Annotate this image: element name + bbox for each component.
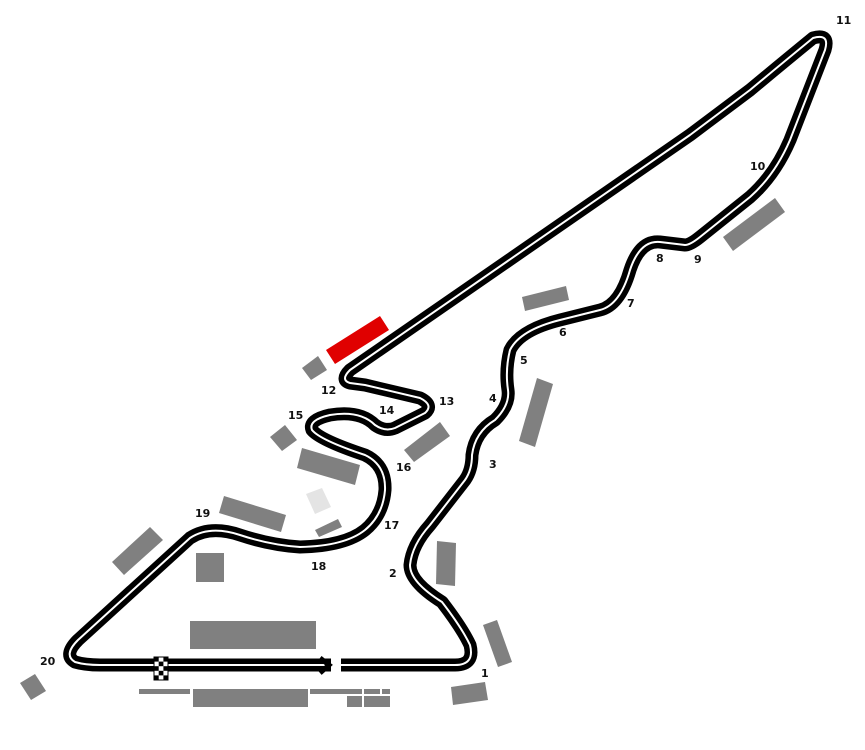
grandstand	[112, 527, 163, 575]
turn-number: 15	[288, 409, 303, 422]
turn-number: 6	[559, 326, 567, 339]
turn-number: 11	[836, 14, 851, 27]
turn-number: 12	[321, 384, 336, 397]
grandstand	[270, 425, 297, 451]
turn-number: 17	[384, 519, 399, 532]
turn-number: 2	[389, 567, 397, 580]
turn-number: 1	[481, 667, 489, 680]
grandstand	[297, 448, 360, 485]
grandstand	[302, 356, 327, 380]
grandstand	[196, 553, 224, 582]
turn-number: 19	[195, 507, 210, 520]
pit-building	[310, 689, 362, 694]
checkered-flag-icon	[153, 656, 169, 681]
grandstand	[315, 519, 342, 537]
turn-number: 20	[40, 655, 56, 668]
pit-building	[364, 696, 390, 707]
grandstands	[20, 198, 785, 707]
pit-building	[139, 689, 190, 694]
building	[306, 488, 331, 514]
turn-number: 5	[520, 354, 528, 367]
turn-number: 16	[396, 461, 412, 474]
turn-numbers: 1 2 3 4 5 6 7 8 9 10 11 12 13 14 15 16 1…	[40, 14, 851, 680]
track-centerline	[68, 35, 828, 666]
turn-number: 7	[627, 297, 635, 310]
turn-number: 18	[311, 560, 326, 573]
grandstand	[20, 674, 46, 700]
grandstand	[404, 422, 450, 462]
grandstand	[451, 682, 488, 705]
turn-number: 14	[379, 404, 395, 417]
turn-number: 8	[656, 252, 664, 265]
turn-number: 10	[750, 160, 766, 173]
pit-building	[382, 689, 390, 694]
grandstand	[522, 286, 569, 311]
turn-number: 9	[694, 253, 702, 266]
turn-number: 13	[439, 395, 454, 408]
highlighted-grandstand[interactable]	[326, 316, 389, 364]
grandstand	[519, 378, 553, 447]
direction-arrow-icon	[318, 656, 341, 675]
main-grandstand	[190, 621, 316, 649]
pit-building	[193, 689, 308, 707]
grandstand	[483, 620, 512, 667]
pit-building	[347, 696, 362, 707]
track	[63, 30, 833, 672]
pit-building	[364, 689, 380, 694]
grandstand	[436, 541, 456, 586]
turn-number: 4	[489, 392, 497, 405]
turn-number: 3	[489, 458, 497, 471]
grandstand	[219, 496, 286, 532]
grandstand	[723, 198, 785, 251]
